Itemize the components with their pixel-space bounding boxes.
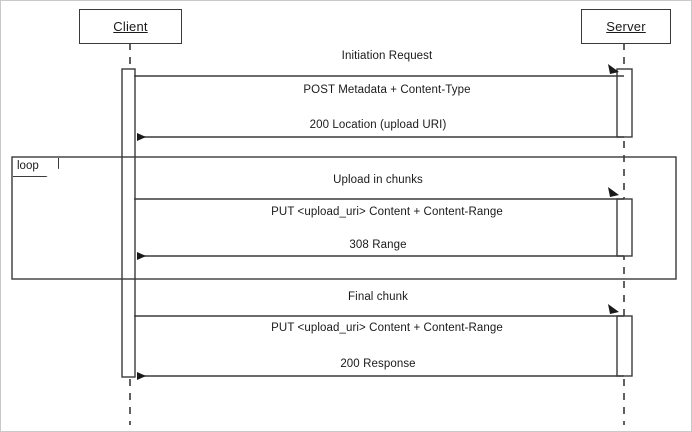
message-label-308-range: 308 Range [349,239,407,251]
arrowhead-put-final [608,304,619,314]
message-label-200-response: 200 Response [340,358,416,370]
message-label-200-location: 200 Location (upload URI) [309,119,447,131]
participant-box-server[interactable]: Server [581,9,671,44]
message-label-final-chunk: Final chunk [348,291,408,303]
activation-bar-server-final [616,315,633,377]
loop-fragment-tag: loop [13,158,59,177]
arrowhead-put-chunk [608,187,619,197]
participant-label-server: Server [606,19,646,34]
message-label-put-final: PUT <upload_uri> Content + Content-Range [271,322,503,334]
activation-bar-client [121,68,136,378]
arrowhead-post-metadata [608,64,619,74]
message-label-post-metadata: POST Metadata + Content-Type [303,84,471,96]
activation-bar-server-initiation [616,68,633,138]
message-label-put-chunk: PUT <upload_uri> Content + Content-Range [271,206,503,218]
activation-bar-server-chunk [616,198,633,257]
participant-box-client[interactable]: Client [79,9,182,44]
message-label-initiation-request: Initiation Request [341,50,433,62]
participant-label-client: Client [113,19,148,34]
loop-fragment-frame [11,156,677,280]
message-label-upload-in-chunks: Upload in chunks [333,174,423,186]
loop-fragment-label: loop [17,160,39,172]
